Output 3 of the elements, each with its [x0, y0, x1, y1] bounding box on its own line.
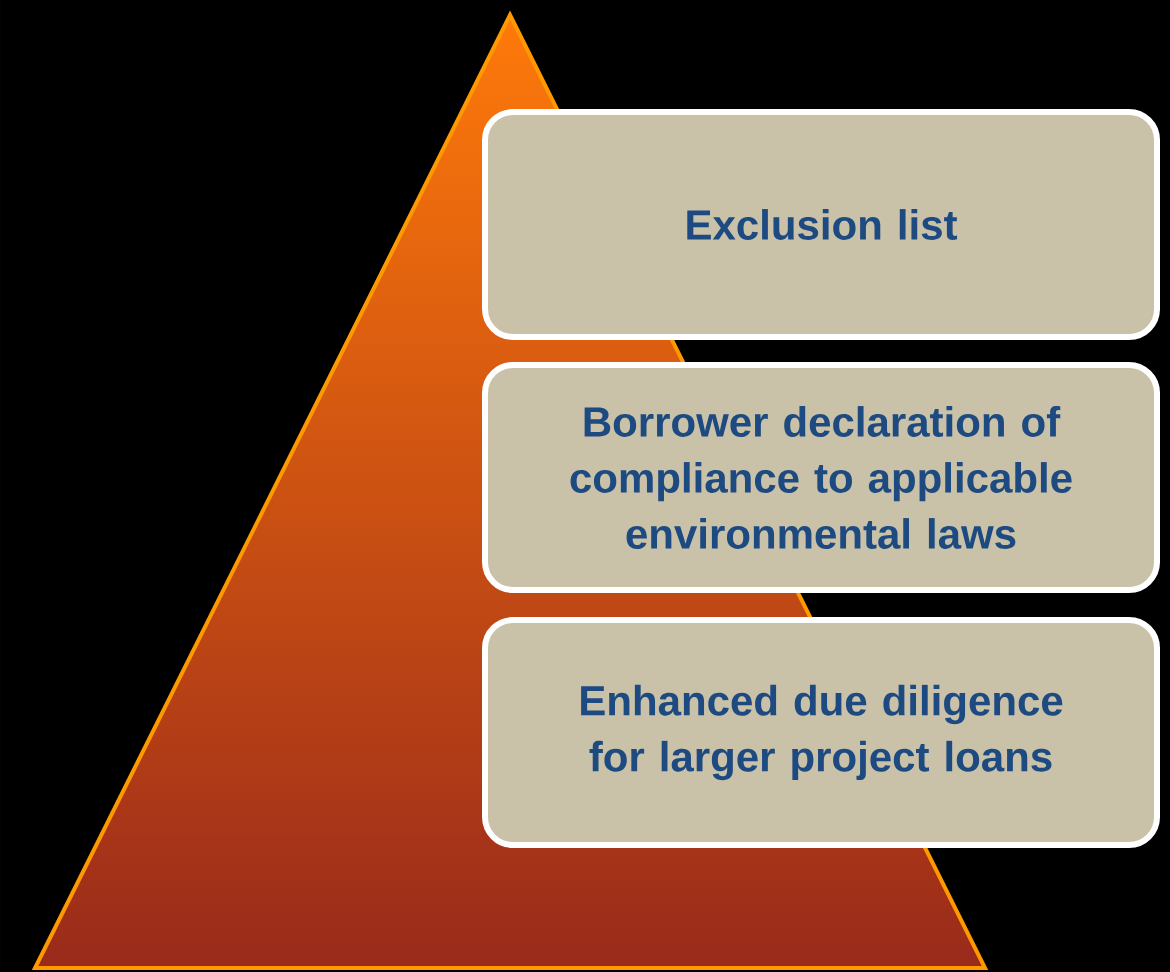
text-box: Borrower declaration of compliance to applicable environmental laws: [482, 362, 1160, 593]
text-box: Exclusion list: [482, 109, 1160, 340]
text-box: Enhanced due diligence for larger project loans: [482, 617, 1160, 848]
